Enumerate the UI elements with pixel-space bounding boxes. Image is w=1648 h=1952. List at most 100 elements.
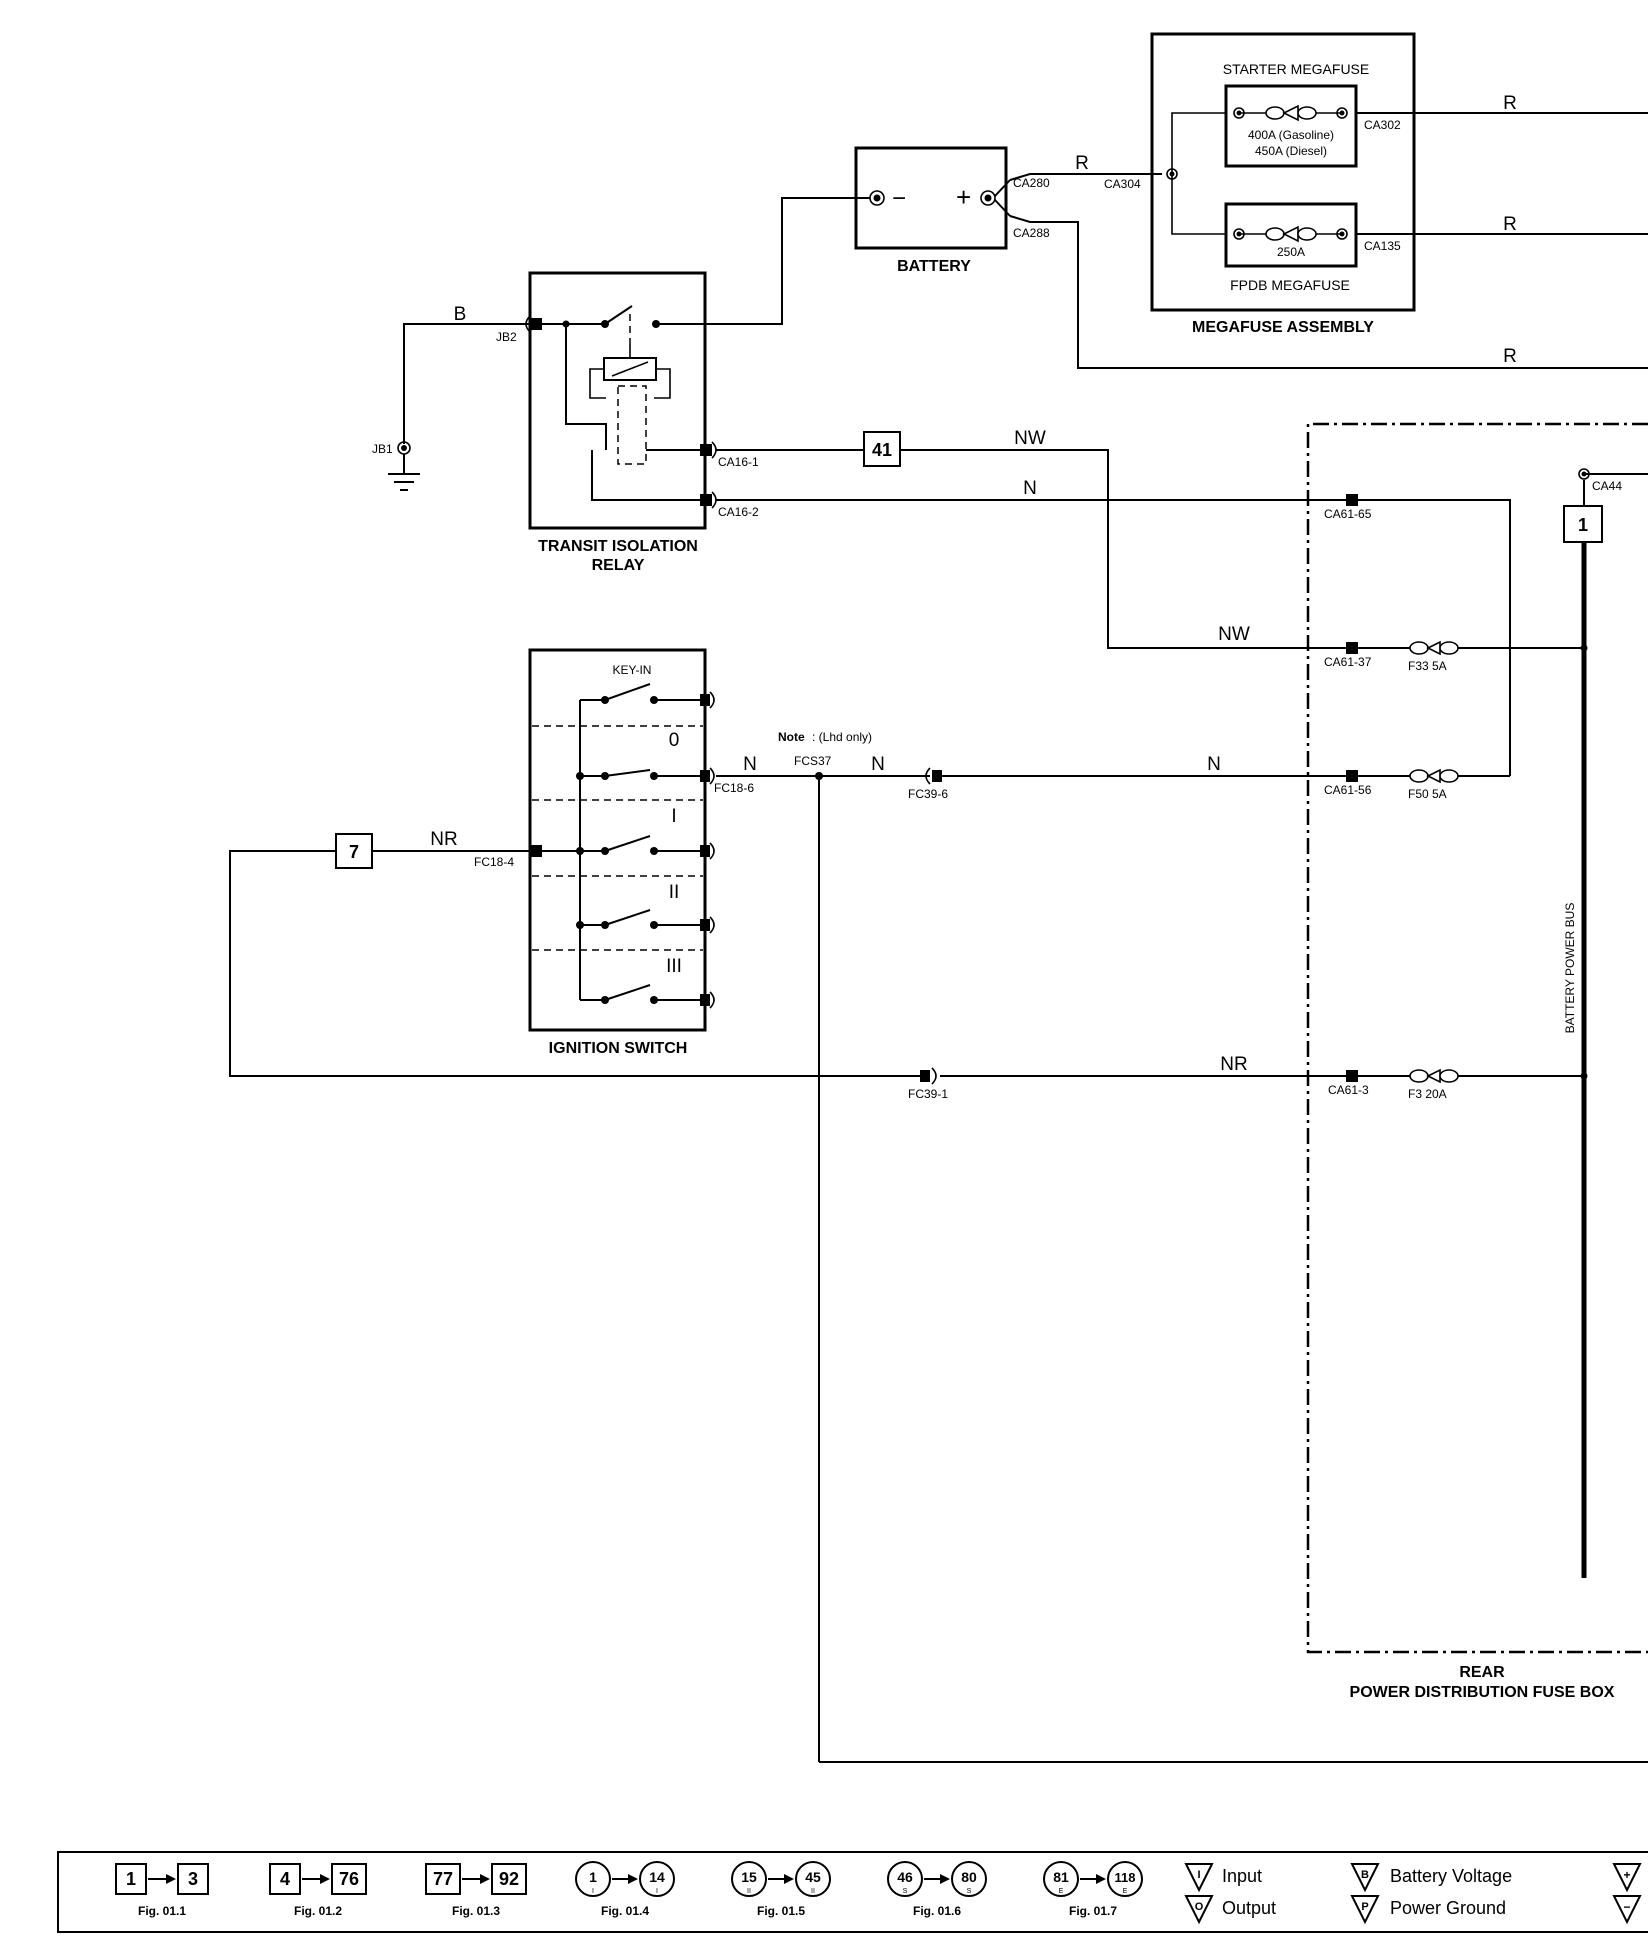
wire-color-nw-1: NW bbox=[1014, 428, 1046, 449]
svg-text:Output: Output bbox=[1222, 1898, 1276, 1918]
position-i: I bbox=[671, 806, 676, 827]
svg-text:Battery Voltage: Battery Voltage bbox=[1390, 1866, 1512, 1886]
connector-fc39-6: FC39-6 bbox=[908, 787, 948, 801]
connector-ca304: CA304 bbox=[1104, 177, 1141, 191]
svg-text:4: 4 bbox=[280, 1869, 290, 1889]
connector-ca61-56: CA61-56 bbox=[1324, 783, 1372, 797]
transit-isolation-relay: TRANSIT ISOLATION RELAY bbox=[528, 271, 707, 574]
legend-group-3: 77 92 Fig. 01.3 bbox=[425, 1863, 527, 1918]
connector-ca288: CA288 bbox=[1013, 226, 1050, 240]
rear-power-distribution-fuse-box: REAR POWER DISTRIBUTION FUSE BOX bbox=[1306, 422, 1648, 1701]
starter-fuse-rating-1: 400A (Gasoline) bbox=[1248, 128, 1334, 142]
wire-color-n-4: N bbox=[1207, 754, 1221, 775]
fuse-f50: F50 5A bbox=[1408, 787, 1447, 801]
reference-7: 7 bbox=[349, 842, 359, 862]
fuse-f33: F33 5A bbox=[1408, 659, 1447, 673]
connector-ca16-1: CA16-1 bbox=[718, 455, 759, 469]
legend-battery-voltage: B Battery Voltage bbox=[1350, 1863, 1512, 1893]
svg-text:15: 15 bbox=[741, 1869, 757, 1885]
connector-fc39-1: FC39-1 bbox=[908, 1087, 948, 1101]
note-label: Note bbox=[778, 730, 805, 744]
connector-ca16-2: CA16-2 bbox=[718, 505, 759, 519]
svg-text:Fig. 01.2: Fig. 01.2 bbox=[294, 1904, 342, 1918]
connector-ca44: CA44 bbox=[1592, 479, 1622, 493]
svg-text:Fig. 01.4: Fig. 01.4 bbox=[601, 1904, 649, 1918]
wire-color-n-2: N bbox=[743, 754, 757, 775]
svg-text:3: 3 bbox=[188, 1869, 198, 1889]
svg-text:S: S bbox=[967, 1888, 972, 1895]
position-ii: II bbox=[669, 882, 680, 903]
svg-text:81: 81 bbox=[1053, 1869, 1069, 1885]
svg-text:Power Ground: Power Ground bbox=[1390, 1898, 1506, 1918]
svg-text:76: 76 bbox=[339, 1869, 359, 1889]
wire-color-r-4: R bbox=[1503, 346, 1517, 367]
legend-group-2: 4 76 Fig. 01.2 bbox=[269, 1863, 367, 1918]
svg-text:E: E bbox=[1123, 1888, 1128, 1895]
svg-text:II: II bbox=[811, 1888, 815, 1895]
connector-jb2: JB2 bbox=[496, 330, 517, 344]
connector-ca135: CA135 bbox=[1364, 239, 1401, 253]
wire-color-nr-2: NR bbox=[1220, 1054, 1247, 1075]
reference-1: 1 bbox=[1578, 515, 1588, 535]
connector-jb1: JB1 bbox=[372, 442, 393, 456]
legend-plus: + bbox=[1612, 1863, 1642, 1893]
ignition-switch: KEY-IN 0 I II III bbox=[528, 648, 715, 1057]
wire-color-b: B bbox=[454, 304, 467, 325]
reference-41: 41 bbox=[872, 440, 892, 460]
svg-text:Fig. 01.7: Fig. 01.7 bbox=[1069, 1904, 1117, 1918]
svg-text:14: 14 bbox=[649, 1869, 665, 1885]
svg-text:1: 1 bbox=[126, 1869, 136, 1889]
wire-color-n-3: N bbox=[871, 754, 885, 775]
wire-color-r-3: R bbox=[1075, 153, 1089, 174]
megafuse-assembly: STARTER MEGAFUSE 400A (Gasoline) 450A (D… bbox=[1104, 32, 1416, 336]
connector-ca61-65: CA61-65 bbox=[1324, 507, 1372, 521]
svg-text:II: II bbox=[747, 1888, 751, 1895]
relay-title-1: TRANSIT ISOLATION bbox=[538, 538, 698, 555]
battery-power-bus-label: BATTERY POWER BUS bbox=[1563, 903, 1577, 1034]
legend-minus: − bbox=[1612, 1895, 1642, 1925]
svg-text:77: 77 bbox=[433, 1869, 453, 1889]
fusebox-title-2: POWER DISTRIBUTION FUSE BOX bbox=[1350, 1684, 1615, 1701]
svg-text:80: 80 bbox=[961, 1869, 977, 1885]
legend-group-4: 1 I 14 I Fig. 01.4 bbox=[575, 1861, 675, 1918]
legend-power-ground: P Power Ground bbox=[1350, 1895, 1506, 1925]
legend-group-1: 1 3 Fig. 01.1 bbox=[115, 1863, 209, 1918]
connector-ca302: CA302 bbox=[1364, 118, 1401, 132]
note-text: : (Lhd only) bbox=[812, 730, 872, 744]
legend-group-6: 46 S 80 S Fig. 01.6 bbox=[887, 1861, 987, 1918]
svg-text:92: 92 bbox=[499, 1869, 519, 1889]
svg-text:Fig. 01.3: Fig. 01.3 bbox=[452, 1904, 500, 1918]
fpdb-fuse-rating: 250A bbox=[1277, 245, 1305, 259]
wire-color-r-2: R bbox=[1503, 214, 1517, 235]
svg-text:+: + bbox=[1623, 1868, 1630, 1882]
legend-input: I Input bbox=[1184, 1863, 1262, 1893]
wire-color-n-1: N bbox=[1023, 478, 1037, 499]
legend-group-7: 81 E 118 E Fig. 01.7 bbox=[1043, 1861, 1143, 1918]
svg-text:−: − bbox=[1623, 1900, 1630, 1914]
relay-title-2: RELAY bbox=[592, 557, 645, 574]
starter-fuse-rating-2: 450A (Diesel) bbox=[1255, 144, 1327, 158]
legend: 1 3 Fig. 01.1 4 76 Fig. 01.2 77 92 Fig. … bbox=[57, 1851, 1648, 1933]
legend-group-5: 15 II 45 II Fig. 01.5 bbox=[731, 1861, 831, 1918]
legend-output: O Output bbox=[1184, 1895, 1276, 1925]
ignition-switch-label: IGNITION SWITCH bbox=[549, 1040, 688, 1057]
svg-text:Fig. 01.1: Fig. 01.1 bbox=[138, 1904, 186, 1918]
svg-text:118: 118 bbox=[1115, 1870, 1136, 1885]
connector-ca61-3: CA61-3 bbox=[1328, 1083, 1369, 1097]
svg-text:I: I bbox=[656, 1888, 658, 1895]
wire-color-r-1: R bbox=[1503, 93, 1517, 114]
connector-fc18-4: FC18-4 bbox=[474, 855, 514, 869]
wire-color-nw-2: NW bbox=[1218, 624, 1250, 645]
svg-text:E: E bbox=[1059, 1888, 1064, 1895]
battery-plus: + bbox=[956, 182, 971, 212]
connector-ca61-37: CA61-37 bbox=[1324, 655, 1372, 669]
position-0: 0 bbox=[669, 730, 680, 751]
fpdb-megafuse-label: FPDB MEGAFUSE bbox=[1230, 277, 1350, 293]
svg-text:46: 46 bbox=[897, 1869, 913, 1885]
position-iii: III bbox=[666, 956, 682, 977]
connector-fc18-6: FC18-6 bbox=[714, 781, 754, 795]
svg-text:1: 1 bbox=[589, 1869, 597, 1885]
svg-text:B: B bbox=[1361, 1869, 1369, 1881]
svg-text:O: O bbox=[1195, 1901, 1204, 1913]
